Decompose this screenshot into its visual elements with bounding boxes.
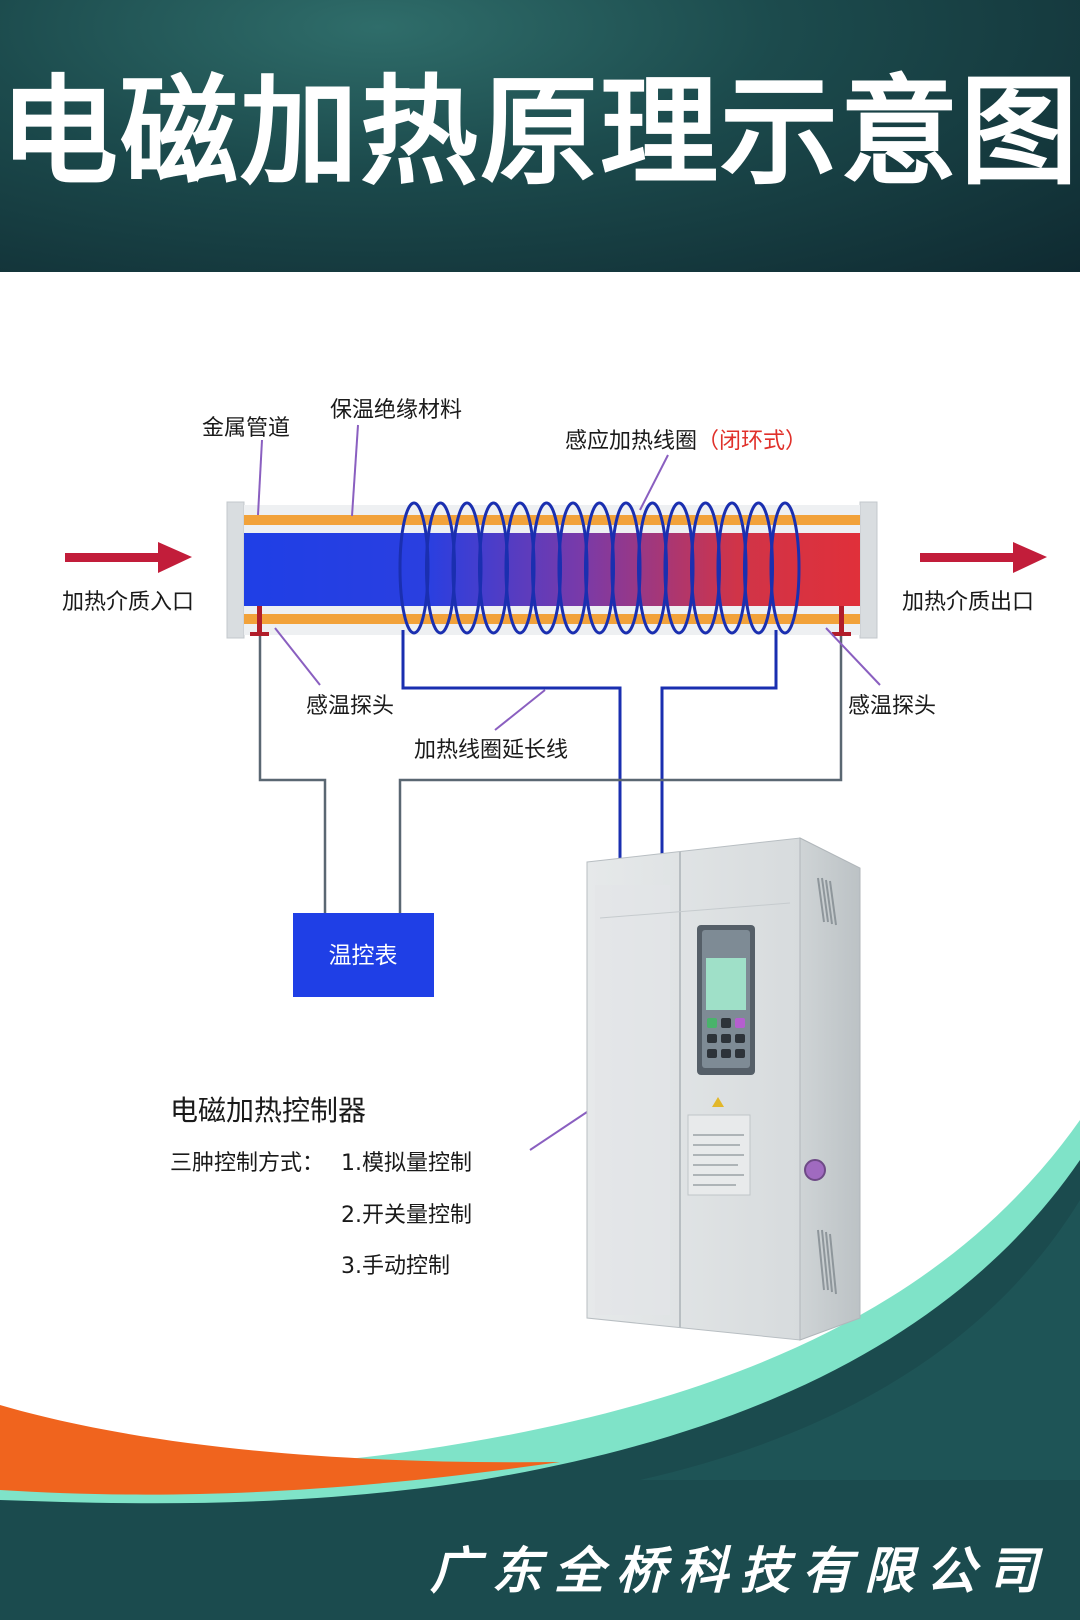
company-name: 广东全桥科技有限公司 xyxy=(430,1541,1050,1600)
temp-probe-right xyxy=(839,606,844,636)
probe-signal-wires xyxy=(258,636,843,913)
leader-lines xyxy=(257,424,881,1151)
pipe-assembly xyxy=(226,501,878,639)
label-metal-pipe: 金属管道 xyxy=(202,416,290,441)
thermostat-box xyxy=(293,913,434,997)
outlet-arrow xyxy=(920,542,1047,573)
inlet-arrow xyxy=(65,542,192,573)
label-coil: 感应加热线圈（闭环式） xyxy=(565,429,807,454)
side-vents xyxy=(817,877,837,1295)
page-title: 电磁加热原理示意图 xyxy=(0,63,1080,201)
control-method-2: 2.开关量控制 xyxy=(341,1203,472,1228)
insulation-top xyxy=(244,515,860,525)
label-coil-name: 感应加热线圈 xyxy=(565,429,697,454)
keypad-buttons xyxy=(707,1018,745,1058)
lcd-display xyxy=(706,958,746,1010)
label-coil-extension: 加热线圈延长线 xyxy=(414,738,568,763)
induction-coil xyxy=(398,501,801,635)
label-outlet: 加热介质出口 xyxy=(902,590,1034,615)
label-inlet: 加热介质入口 xyxy=(62,590,194,615)
control-methods-prefix: 三肿控制方式： xyxy=(170,1151,324,1176)
label-insulation: 保温绝缘材料 xyxy=(330,398,462,423)
controller-cabinet xyxy=(586,837,861,1341)
power-switch xyxy=(804,1159,826,1181)
control-method-1: 1.模拟量控制 xyxy=(341,1151,472,1176)
label-coil-type: （闭环式） xyxy=(697,429,807,454)
thermostat-label: 温控表 xyxy=(329,943,398,969)
label-probe-left: 感温探头 xyxy=(306,694,394,719)
coil-extension-wires xyxy=(401,630,778,862)
temp-probe-left xyxy=(257,606,262,636)
label-probe-right: 感温探头 xyxy=(848,694,936,719)
control-method-3: 3.手动控制 xyxy=(341,1254,450,1279)
coil-loop xyxy=(769,501,801,635)
heating-medium-flow xyxy=(244,533,860,606)
controller-title: 电磁加热控制器 xyxy=(170,1094,366,1127)
footer-decoration xyxy=(0,1120,1080,1620)
insulation-bottom xyxy=(244,614,860,624)
header-banner: 电磁加热原理示意图 xyxy=(0,0,1080,272)
